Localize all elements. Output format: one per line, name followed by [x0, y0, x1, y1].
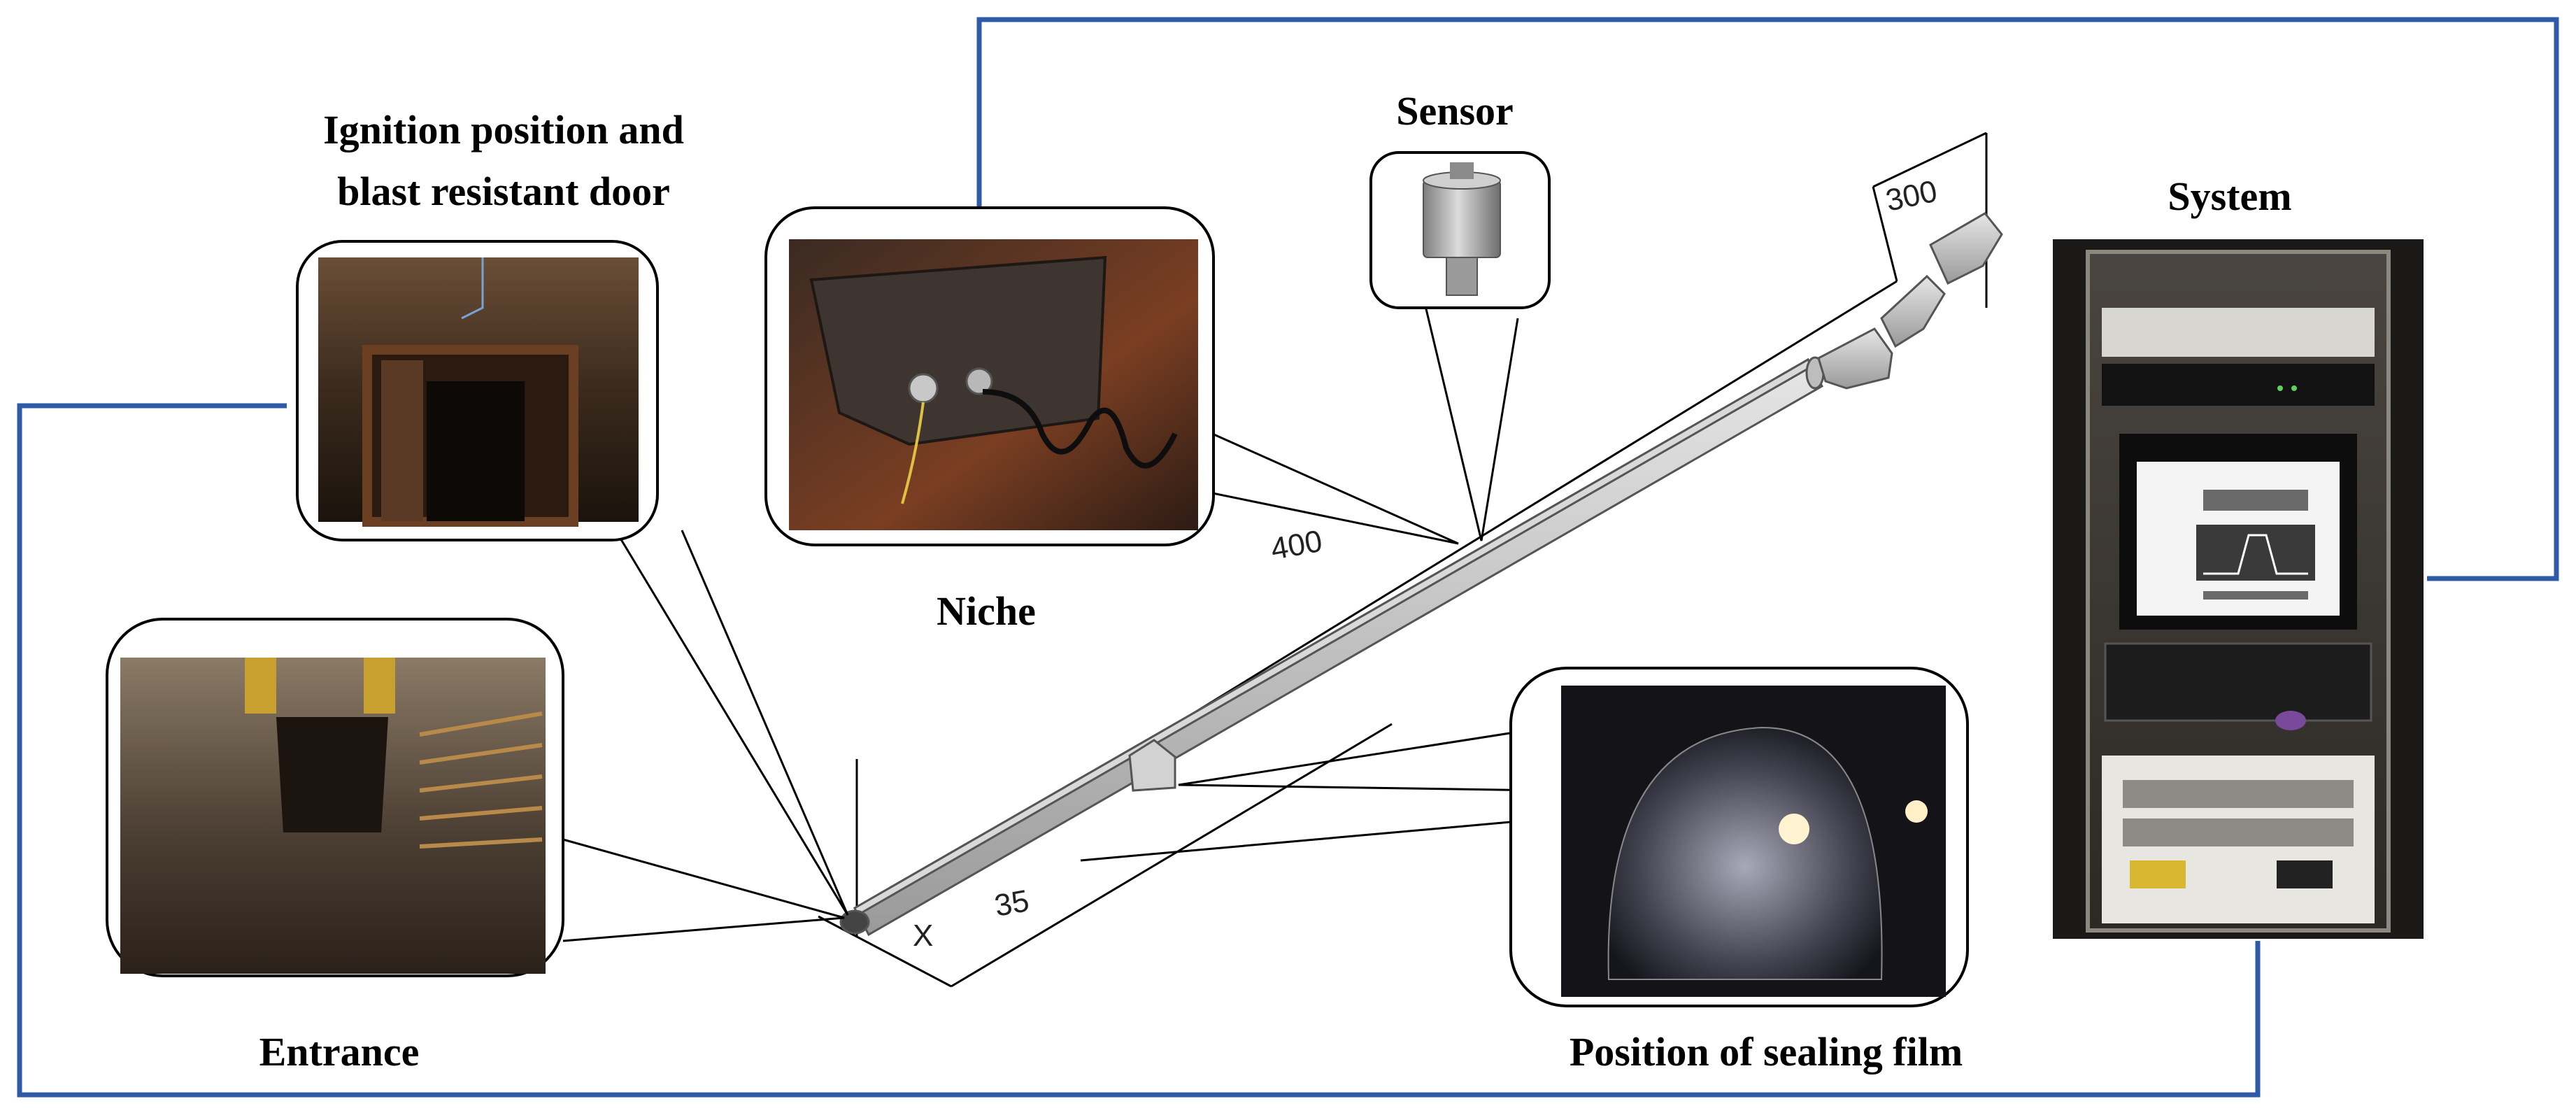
label-ignition-line1: Ignition position and: [323, 107, 684, 153]
hanging-wire: [461, 257, 484, 320]
tunnel-model: [839, 212, 2003, 937]
door-opening: [427, 381, 525, 521]
cable-top: [976, 17, 2559, 581]
callout-pointers: [562, 297, 1546, 942]
origin-marker: [839, 909, 870, 935]
label-ignition-line2: blast resistant door: [337, 169, 670, 214]
door-panel: [381, 360, 423, 521]
indicator-led-1: [2277, 385, 2283, 391]
ceiling-beam-2: [364, 658, 395, 714]
callout-sealing-film: [1509, 667, 1969, 1007]
niche-wire: [901, 402, 925, 504]
terminal-block-2: [2277, 860, 2333, 888]
film-dome: [1607, 726, 1883, 980]
screen-panel-top: [2203, 490, 2308, 511]
cable-bottom: [17, 403, 2261, 1098]
label-entrance: Entrance: [259, 1029, 420, 1075]
terminal-block-1: [2130, 860, 2186, 888]
pointer-sealing-film: [1178, 726, 1546, 792]
screen-waveform-box: [2196, 525, 2315, 581]
niche-fitting-1: [908, 373, 939, 404]
mouse: [2275, 711, 2306, 730]
callout-entrance: [106, 618, 564, 977]
dimension-300: 300: [1883, 174, 1940, 218]
sensor-body: [1423, 180, 1501, 258]
ceiling-beam-1: [245, 658, 276, 714]
label-sealing-film: Position of sealing film: [1570, 1029, 1963, 1075]
connector-row-2: [2123, 818, 2354, 846]
axis-x-label: X: [913, 919, 933, 953]
right-wall-rails: [419, 711, 543, 849]
label-niche: Niche: [937, 588, 1036, 634]
cabinet-panel-top: [2102, 308, 2375, 357]
niche-plate: [809, 255, 1107, 446]
dimension-400: 400: [1268, 524, 1325, 567]
indicator-led-2: [2291, 385, 2297, 391]
callout-sensor: [1369, 151, 1551, 309]
sensor-thread: [1446, 257, 1478, 296]
sealing-film-section: [1128, 739, 1176, 792]
keyboard-tray: [2104, 642, 2372, 722]
cable-routing: [17, 17, 2559, 1098]
segment-a: [1817, 327, 1893, 390]
pointer-sensor: [1422, 297, 1519, 541]
system-photo: [2053, 239, 2424, 939]
tunnel-far-wall: [276, 717, 388, 832]
light-glare-1: [1779, 814, 1809, 844]
segment-c: [1929, 212, 2003, 285]
label-system: System: [2168, 173, 2291, 219]
niche-fitting-2: [965, 367, 993, 395]
callout-niche: [764, 206, 1215, 546]
label-sensor: Sensor: [1396, 88, 1514, 134]
niche-cable: [982, 389, 1178, 469]
screen-status-bar: [2203, 591, 2308, 600]
callout-ignition: [296, 240, 659, 541]
connector-row-1: [2123, 780, 2354, 808]
pointer-ignition: [614, 530, 849, 916]
pointer-niche: [1178, 429, 1459, 545]
dimension-35: 35: [992, 884, 1032, 923]
pointer-entrance: [562, 838, 845, 942]
light-glare-2: [1905, 800, 1928, 823]
sensor-cap: [1450, 162, 1474, 179]
cabinet-panel-2: [2102, 364, 2375, 406]
screen-waveform: [2203, 534, 2308, 575]
segment-b: [1880, 274, 1946, 348]
